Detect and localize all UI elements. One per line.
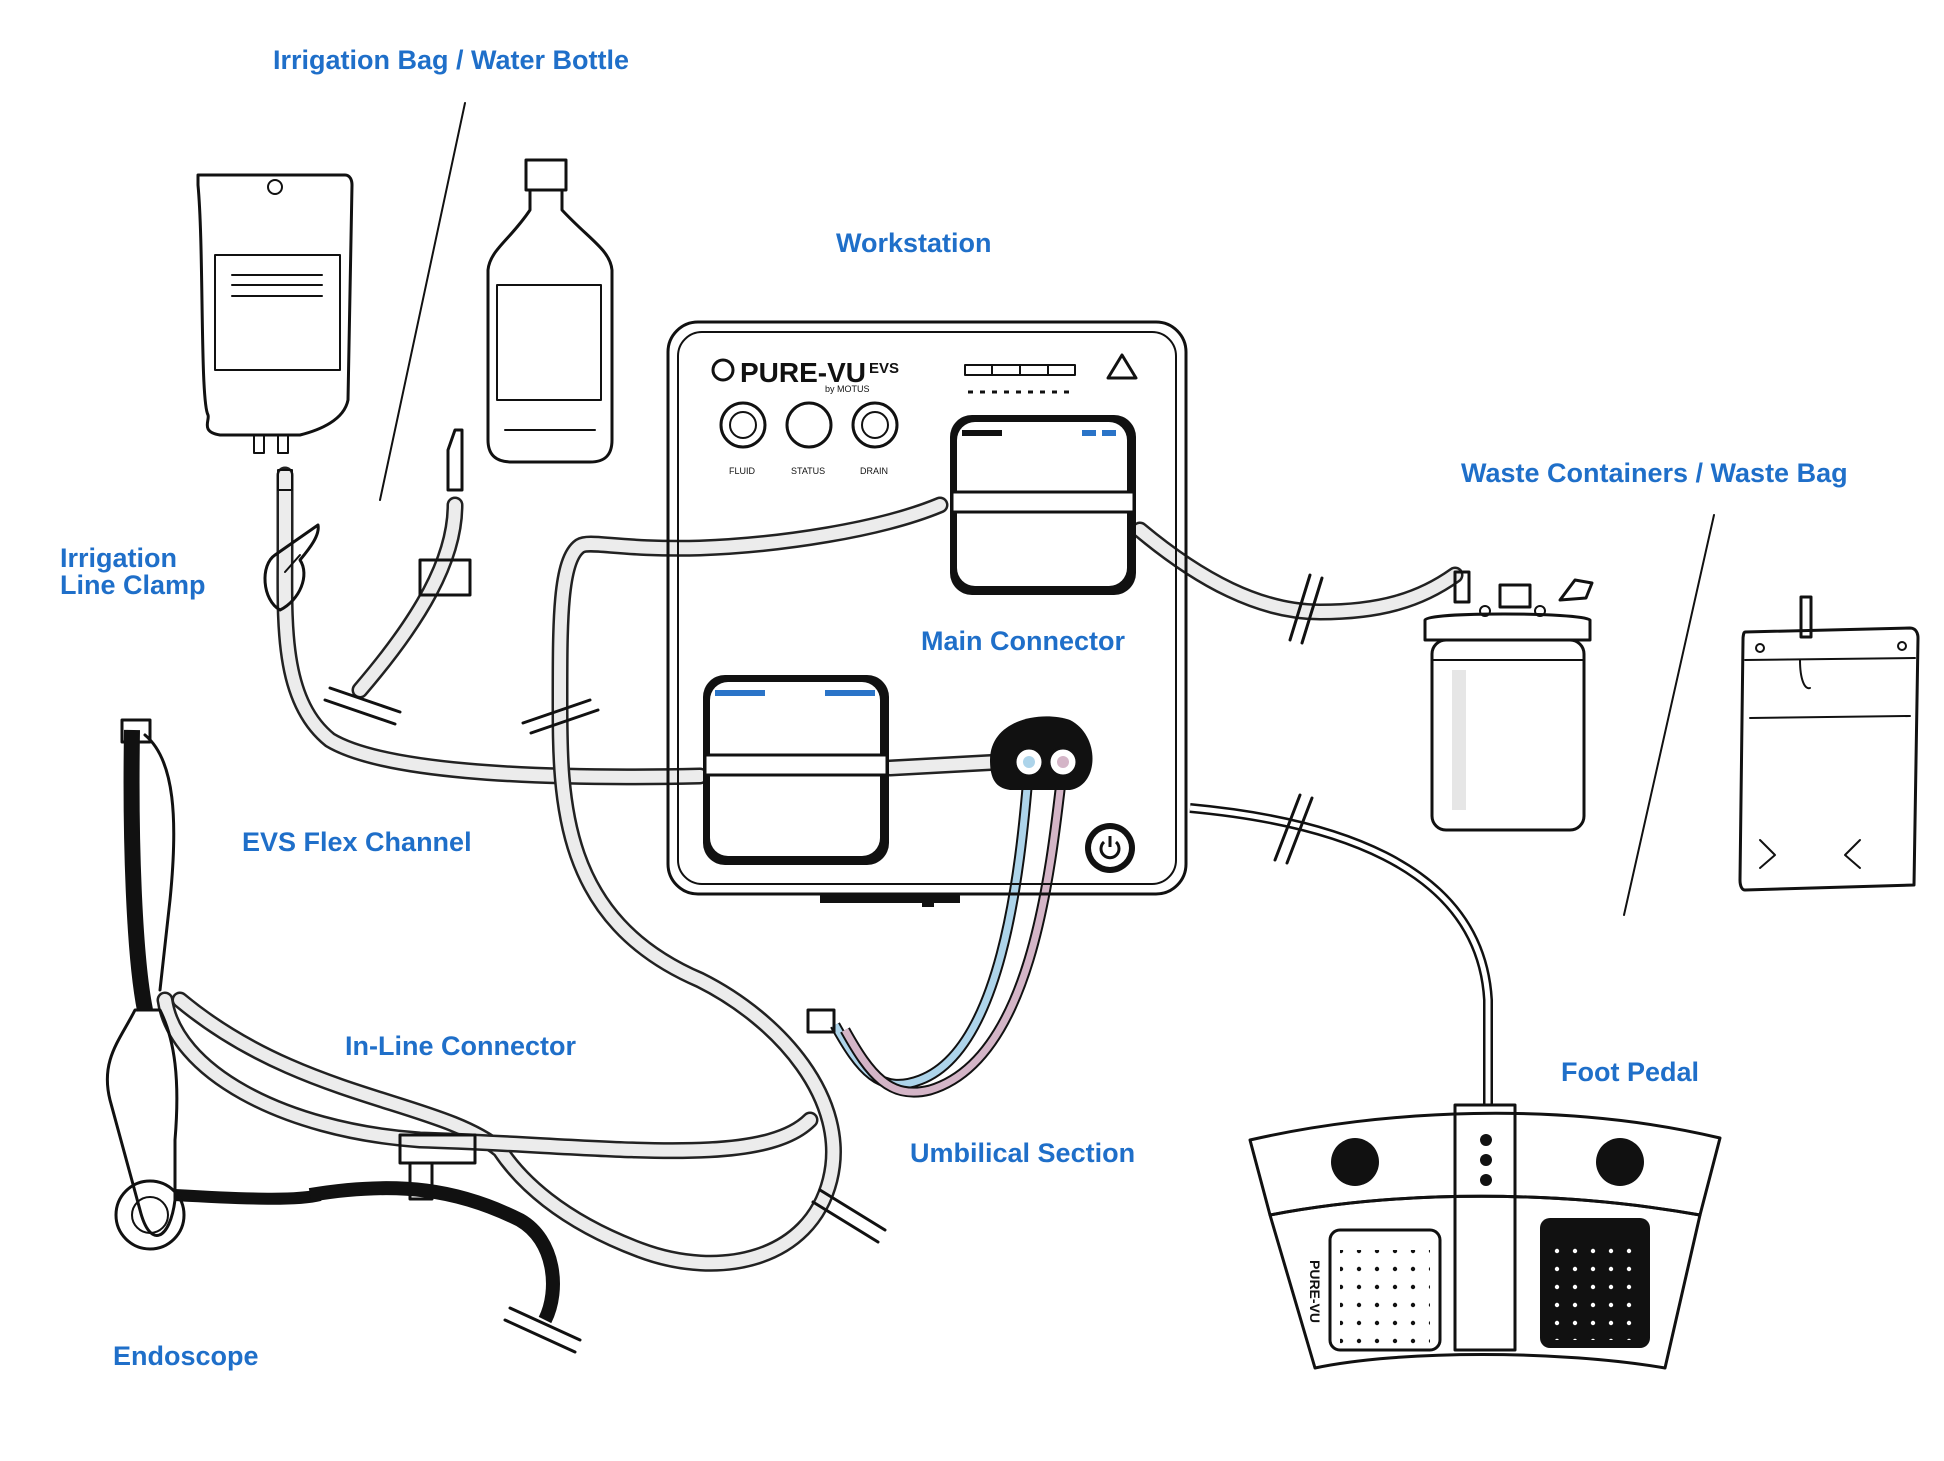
label-evs-flex-channel: EVS Flex Channel (242, 827, 472, 857)
label-in-line-connector: In-Line Connector (345, 1031, 576, 1061)
main-pump (950, 415, 1136, 595)
break-markers (323, 573, 1324, 1354)
indicator-fluid-label: FLUID (729, 466, 756, 476)
label-endoscope: Endoscope (113, 1341, 259, 1371)
pedal-brand-text: PURE-VU (1307, 1260, 1323, 1323)
waste-container (1423, 570, 1594, 832)
tubing (156, 466, 1493, 1354)
lower-pump (703, 675, 889, 865)
label-foot-pedal: Foot Pedal (1561, 1057, 1700, 1087)
warning-icon (1106, 353, 1138, 380)
irrigation-bag (196, 173, 354, 491)
foot-pedal-cable (1189, 803, 1493, 1105)
foot-pedal: PURE-VU (1248, 1103, 1722, 1370)
water-bottle (486, 158, 614, 464)
workstation-brand-text: PURE-VU (740, 357, 866, 388)
label-main-connector: Main Connector (921, 626, 1126, 656)
waste-bag (1738, 595, 1920, 892)
label-irrigation-line-clamp-1: Irrigation (60, 543, 178, 573)
workstation-maker-text: by MOTUS (825, 384, 870, 394)
label-irrigation-line-clamp-2: Line Clamp (60, 570, 206, 600)
workstation-model-text: EVS (869, 360, 899, 377)
spike-connector (418, 428, 472, 597)
workstation: PURE-VU EVS by MOTUS FLUID STATUS DRAIN (666, 320, 1188, 907)
label-waste-containers-waste-bag: Waste Containers / Waste Bag (1461, 458, 1848, 488)
indicator-status-label: STATUS (791, 466, 825, 476)
waste-leader-line (1623, 514, 1715, 916)
irrigation-line-clamp (263, 523, 320, 612)
endoscope (105, 718, 560, 1324)
label-irrigation-bag-water-bottle: Irrigation Bag / Water Bottle (273, 45, 630, 75)
indicator-fluid: FLUID (719, 401, 767, 476)
label-umbilical-section: Umbilical Section (910, 1138, 1136, 1168)
in-line-connector (806, 1008, 836, 1034)
power-button[interactable] (1085, 823, 1135, 873)
indicator-drain-label: DRAIN (860, 466, 888, 476)
label-workstation: Workstation (836, 228, 992, 258)
main-connector-port (990, 716, 1093, 790)
indicator-drain: DRAIN (851, 401, 899, 476)
indicator-status: STATUS (785, 401, 833, 476)
irrigation-leader-line (379, 102, 466, 501)
